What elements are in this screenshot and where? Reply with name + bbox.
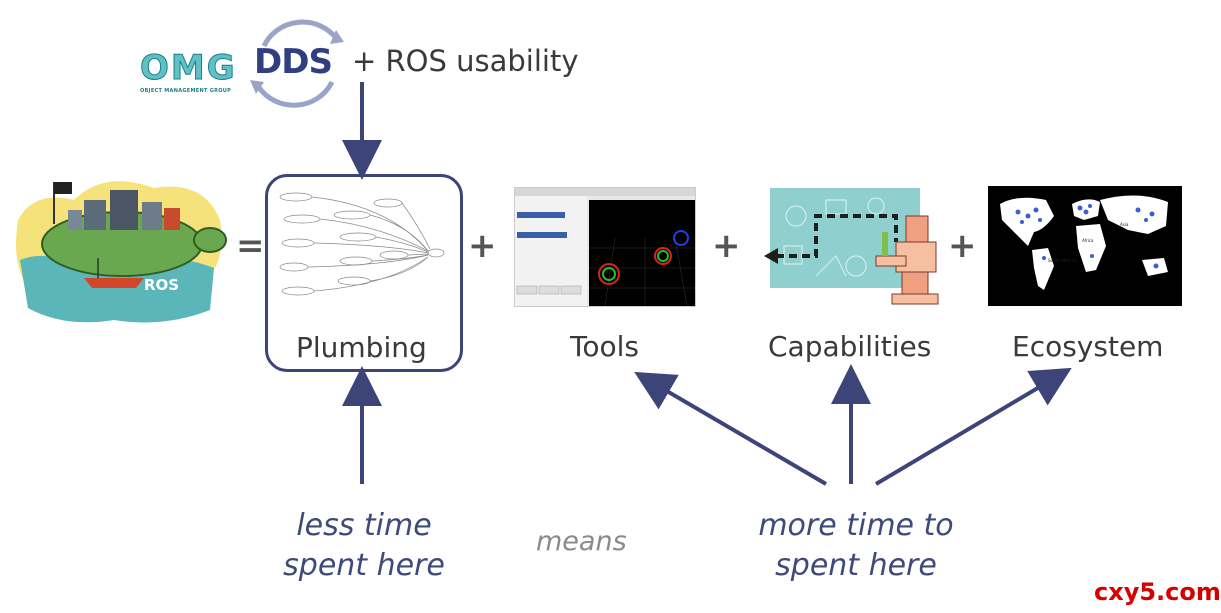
plumbing-graph (279, 192, 445, 296)
more-time-line1: more time to (758, 508, 954, 543)
plumbing-box: Plumbing (265, 174, 463, 372)
plus-sign-3: + (948, 226, 977, 266)
svg-text:Asia: Asia (1120, 222, 1129, 227)
svg-text:South America: South America (1048, 258, 1078, 263)
less-time-line1: less time (296, 508, 432, 543)
dds-logo: DDS (244, 16, 348, 108)
ros-turtle-illustration: ROS (14, 160, 228, 330)
svg-text:Africa: Africa (1082, 238, 1094, 243)
means-text: means (536, 526, 627, 557)
ecosystem-label: Ecosystem (1012, 330, 1164, 363)
ros-logo-text: ROS (144, 276, 180, 294)
tools-label: Tools (570, 330, 639, 363)
dds-swirl-icon (250, 19, 344, 108)
plus-sign-1: + (468, 226, 497, 266)
plumbing-label: Plumbing (296, 331, 427, 364)
dds-logo-text: DDS (254, 42, 333, 82)
less-time-text: less time spent here (262, 506, 466, 586)
plus-sign-2: + (712, 226, 741, 266)
omg-logo-text: OMG (140, 48, 237, 88)
arrow-to-ecosystem (874, 367, 1072, 486)
capabilities-label: Capabilities (768, 330, 932, 363)
more-time-line2: spent here (775, 548, 937, 583)
ros-usability-label: + ROS usability (352, 44, 579, 78)
tools-screenshot (514, 187, 696, 307)
watermark: cxy5.com (1094, 578, 1221, 606)
less-time-line2: spent here (283, 548, 445, 583)
arrow-to-tools (634, 371, 828, 486)
omg-logo-subtitle: OBJECT MANAGEMENT GROUP (140, 88, 232, 94)
ecosystem-world-map: Africa Asia South America (988, 186, 1182, 306)
equals-sign: = (236, 226, 265, 266)
omg-logo: OMG OBJECT MANAGEMENT GROUP (140, 50, 242, 108)
capabilities-illustration (756, 186, 940, 310)
more-time-text: more time to spent here (740, 506, 972, 586)
